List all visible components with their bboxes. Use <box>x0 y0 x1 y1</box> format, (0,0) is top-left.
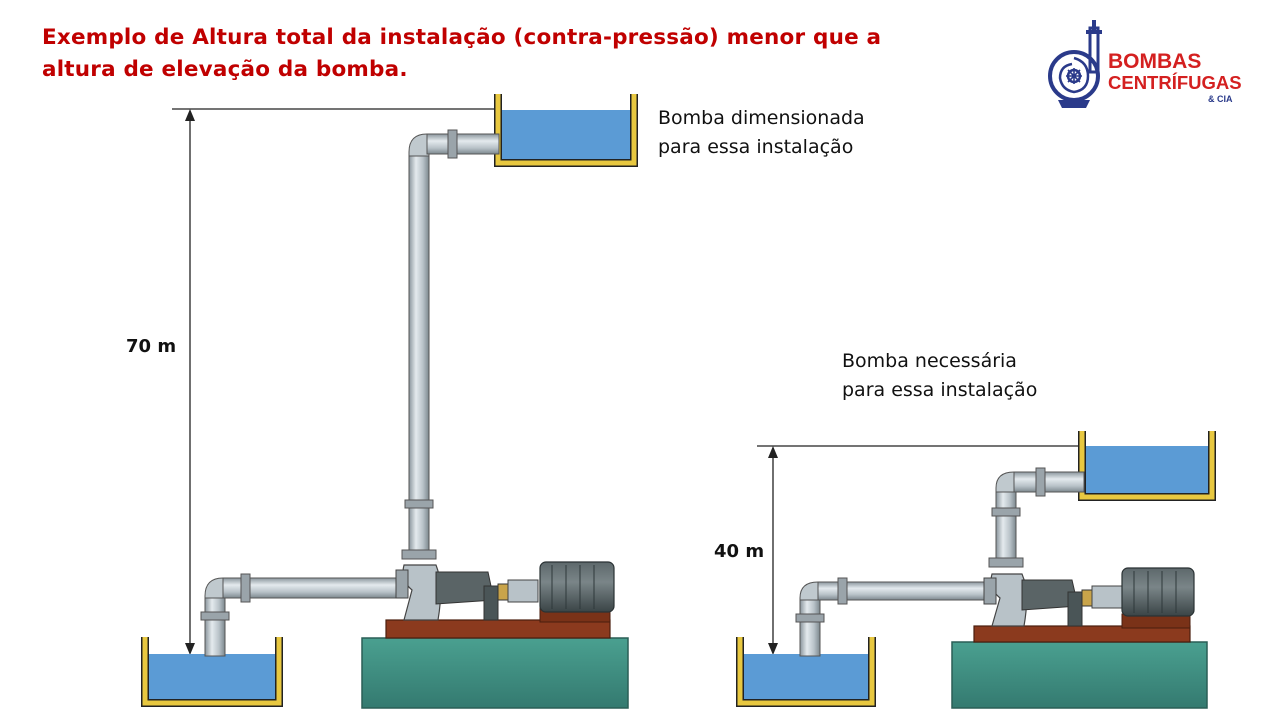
water <box>1085 446 1209 494</box>
left-caption: Bomba dimensionada para essa instalação <box>658 104 865 162</box>
arrow-down-icon <box>185 643 195 655</box>
title-line-2: altura de elevação da bomba. <box>42 57 408 82</box>
right-motor <box>1121 567 1195 617</box>
left-system <box>141 94 638 709</box>
water <box>743 654 869 700</box>
left-motor <box>539 561 615 613</box>
left-discharge-pipe <box>401 129 500 560</box>
right-caption: Bomba necessária para essa instalação <box>842 347 1037 405</box>
left-caption-line-1: Bomba dimensionada <box>658 107 865 129</box>
logo-line-1: BOMBAS <box>1108 50 1201 73</box>
left-pump <box>395 564 539 621</box>
arrow-up-icon <box>768 446 778 458</box>
right-discharge-pipe <box>988 467 1085 568</box>
right-suction-pipe <box>795 577 989 657</box>
page-title: Exemplo de Altura total da instalação (c… <box>42 22 942 86</box>
right-concrete-base <box>951 641 1208 709</box>
left-upper-tank <box>494 94 638 167</box>
right-system <box>736 431 1216 709</box>
left-pump-skid <box>385 619 611 639</box>
water <box>148 654 276 700</box>
centrifugal-pump-logo-icon: BOMBAS CENTRÍFUGAS & CIA <box>1048 20 1242 108</box>
right-height-label: 40 m <box>714 541 765 562</box>
right-lower-tank <box>736 637 876 707</box>
arrow-up-icon <box>185 109 195 121</box>
logo-line-2: CENTRÍFUGAS <box>1108 72 1242 93</box>
title-line-1: Exemplo de Altura total da instalação (c… <box>42 25 882 50</box>
left-concrete-base <box>361 637 629 709</box>
right-upper-tank <box>1078 431 1216 501</box>
right-caption-line-2: para essa instalação <box>842 379 1038 401</box>
water <box>501 110 631 160</box>
right-caption-line-1: Bomba necessária <box>842 350 1017 372</box>
company-logo: BOMBAS CENTRÍFUGAS & CIA <box>1044 18 1254 114</box>
arrow-down-icon <box>768 643 778 655</box>
left-height-label: 70 m <box>126 336 177 357</box>
right-pump <box>983 573 1123 627</box>
left-suction-pipe <box>200 573 404 657</box>
left-lower-tank <box>141 637 283 707</box>
logo-line-3: & CIA <box>1208 94 1233 104</box>
left-caption-line-2: para essa instalação <box>658 136 854 158</box>
